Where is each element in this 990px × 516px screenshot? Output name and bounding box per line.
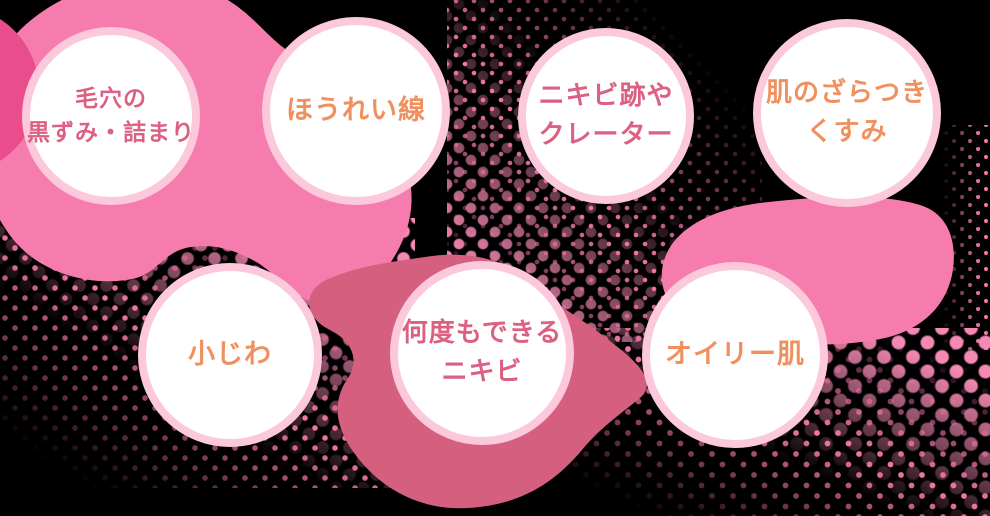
badge-label-line: ニキビ跡や [538, 81, 674, 111]
badge-fine-wrinkles: 小じわ [138, 263, 322, 447]
badge-label-line: クレーター [538, 120, 674, 150]
badge-label-line: 小じわ [188, 338, 272, 370]
badge-label-line: 何度もできる [401, 318, 563, 348]
badge-pores: 毛穴の 黒ずみ・詰まり [22, 27, 200, 205]
badge-label-line: ニキビ [441, 357, 523, 387]
badge-label-line: 肌のざらつき [765, 78, 928, 108]
badge-label-line: オイリー肌 [665, 338, 805, 370]
badge-recurring-acne: 何度もできる ニキビ [390, 261, 574, 445]
halftone-right-edge-pattern [938, 125, 990, 350]
badge-rough-dull: 肌のざらつき くすみ [753, 19, 941, 207]
badge-label-line: ほうれい線 [286, 94, 426, 126]
badge-acne-scars: ニキビ跡や クレーター [518, 28, 694, 204]
badge-label-line: 黒ずみ・詰まり [27, 119, 195, 146]
badge-label-line: くすみ [806, 117, 888, 147]
badge-oily-skin: オイリー肌 [642, 262, 828, 448]
halftone-small-dots [938, 125, 990, 350]
badge-label-line: 毛穴の [75, 84, 147, 112]
badge-nasolabial: ほうれい線 [262, 17, 450, 205]
